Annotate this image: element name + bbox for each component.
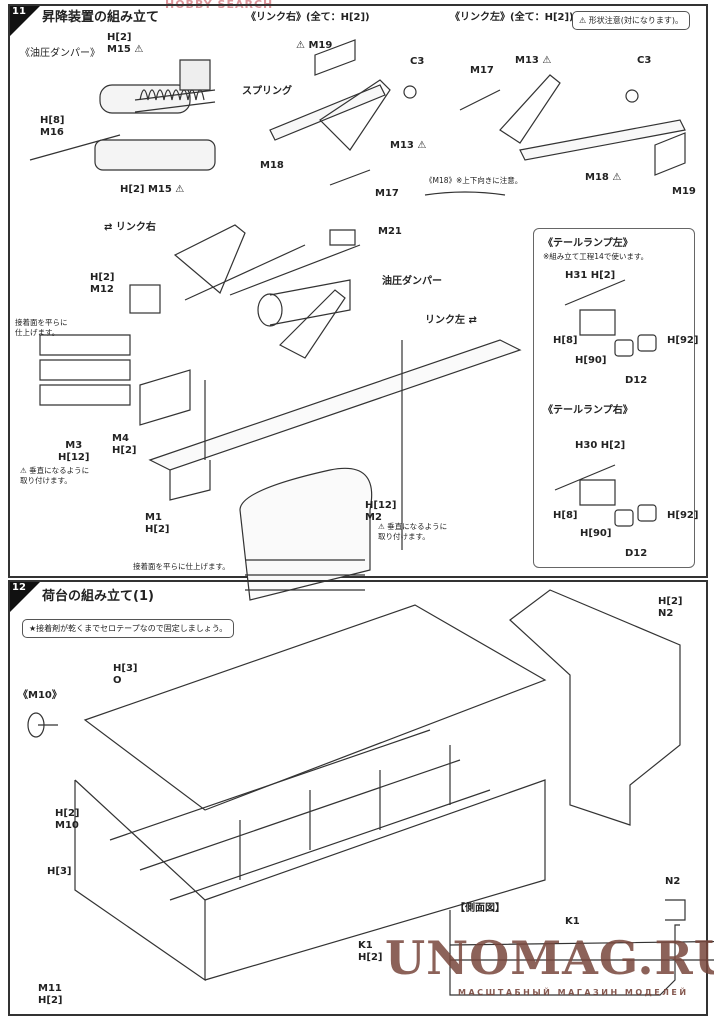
link-right-header: 《リンク右》(全て：H[2]): [246, 12, 370, 23]
m18-orientation-note: 《M18》※上下向きに注意。: [425, 176, 523, 185]
link-left-header: 《リンク左》(全て：H[2]): [450, 12, 574, 23]
label-h8-m16: H[8] M16: [40, 115, 65, 138]
label-h30: H30 H[2]: [575, 440, 626, 451]
label-h31: H31 H[2]: [565, 270, 616, 281]
tail-lamp-left-note: ※組み立て工程14で使います。: [543, 252, 649, 261]
label-k1-h2: K1 H[2]: [358, 940, 383, 963]
label-h12-m2: H[12] M2: [365, 500, 397, 523]
label-link-left: リンク左 ⇄: [425, 315, 477, 326]
unomag-subtitle-watermark: МАСШТАБНЫЙ МАГАЗИН МОДЕЛЕЙ: [458, 988, 689, 997]
label-h90-l: H[90]: [575, 355, 607, 366]
label-h92-l: H[92]: [667, 335, 699, 346]
label-c3-right: C3: [410, 56, 425, 67]
step12-title: 荷台の組み立て(1): [42, 589, 154, 604]
label-m17-right: M17: [375, 188, 399, 199]
step11-badge: 11: [10, 6, 40, 36]
label-m3-h12: M3 H[12]: [58, 440, 90, 463]
side-view-header: 【側面図】: [455, 903, 505, 914]
label-m4-h2: M4 H[2]: [112, 433, 137, 456]
label-h8-r: H[8]: [553, 510, 578, 521]
label-h2-n2: H[2] N2: [658, 596, 683, 619]
label-h3: H[3]: [47, 866, 72, 877]
hydraulic-damper-drawing: [29, 59, 216, 171]
vertical-mount-note-1: ⚠ 垂直になるように 取り付けます。: [20, 466, 90, 485]
label-h8-l: H[8]: [553, 335, 578, 346]
vertical-mount-note-2: ⚠ 垂直になるように 取り付けます。: [378, 522, 448, 541]
label-m18-left: M18 ⚠: [585, 172, 622, 183]
step11-title: 昇降装置の組み立て: [42, 10, 160, 25]
label-m13-right: M13 ⚠: [390, 140, 427, 151]
shape-warning-note: ⚠ 形状注意(対になります)。: [572, 11, 690, 30]
tail-lamp-right-header: 《テールランプ右》: [543, 405, 633, 416]
label-h2-m12: H[2] M12: [90, 272, 115, 295]
unomag-watermark: UNOMAG.RU: [385, 931, 714, 985]
flat-surface-note-1: 接着面を平らに 仕上げます。: [15, 318, 68, 337]
tail-lamp-drawing: [554, 279, 657, 527]
label-m18-right: M18: [260, 160, 284, 171]
label-m17-left: M17: [470, 65, 494, 76]
label-h92-r: H[92]: [667, 510, 699, 521]
link-left-drawing: [424, 74, 686, 196]
step12-panel: [8, 580, 708, 1016]
label-c3-left: C3: [637, 55, 652, 66]
link-right-drawing: [269, 39, 417, 186]
damper-header: 《油圧ダンパー》: [20, 48, 100, 59]
step11-panel: [8, 4, 708, 578]
step12-tape-note: ★接着剤が乾くまでセロテープなので固定しましょう。: [22, 619, 235, 638]
tail-lamp-panel: [533, 228, 695, 568]
label-h3-o: H[3] O: [113, 663, 138, 686]
label-m1-h2: M1 H[2]: [145, 512, 170, 535]
label-h2-m15: H[2] M15 ⚠: [107, 32, 144, 55]
label-h2-m10: H[2] M10: [55, 808, 80, 831]
label-m13-left: M13 ⚠: [515, 55, 552, 66]
label-m11-h2: M11 H[2]: [38, 983, 63, 1006]
tail-lamp-left-header: 《テールランプ左》: [543, 238, 633, 249]
label-m19-left: M19: [672, 186, 696, 197]
step12-badge: 12: [10, 582, 40, 612]
label-damper: 油圧ダンパー: [382, 276, 442, 287]
label-d12-l: D12: [625, 375, 648, 386]
label-d12-r: D12: [625, 548, 648, 559]
label-m19-right: ⚠ M19: [296, 40, 333, 51]
side-view-k1: K1: [565, 916, 580, 927]
label-link-right: ⇄ リンク右: [104, 222, 156, 233]
label-h2-m15-b: H[2] M15 ⚠: [120, 184, 185, 195]
label-h90-r: H[90]: [580, 528, 612, 539]
flat-surface-note-2: 接着面を平らに仕上げます。: [133, 562, 230, 571]
cargo-bed-drawing: [27, 589, 714, 996]
label-m10-header: 《M10》: [18, 690, 62, 701]
label-spring: スプリング: [242, 86, 292, 97]
chassis-frame-drawing: [39, 224, 522, 601]
side-view-n2: N2: [665, 876, 681, 887]
label-m21: M21: [378, 226, 402, 237]
